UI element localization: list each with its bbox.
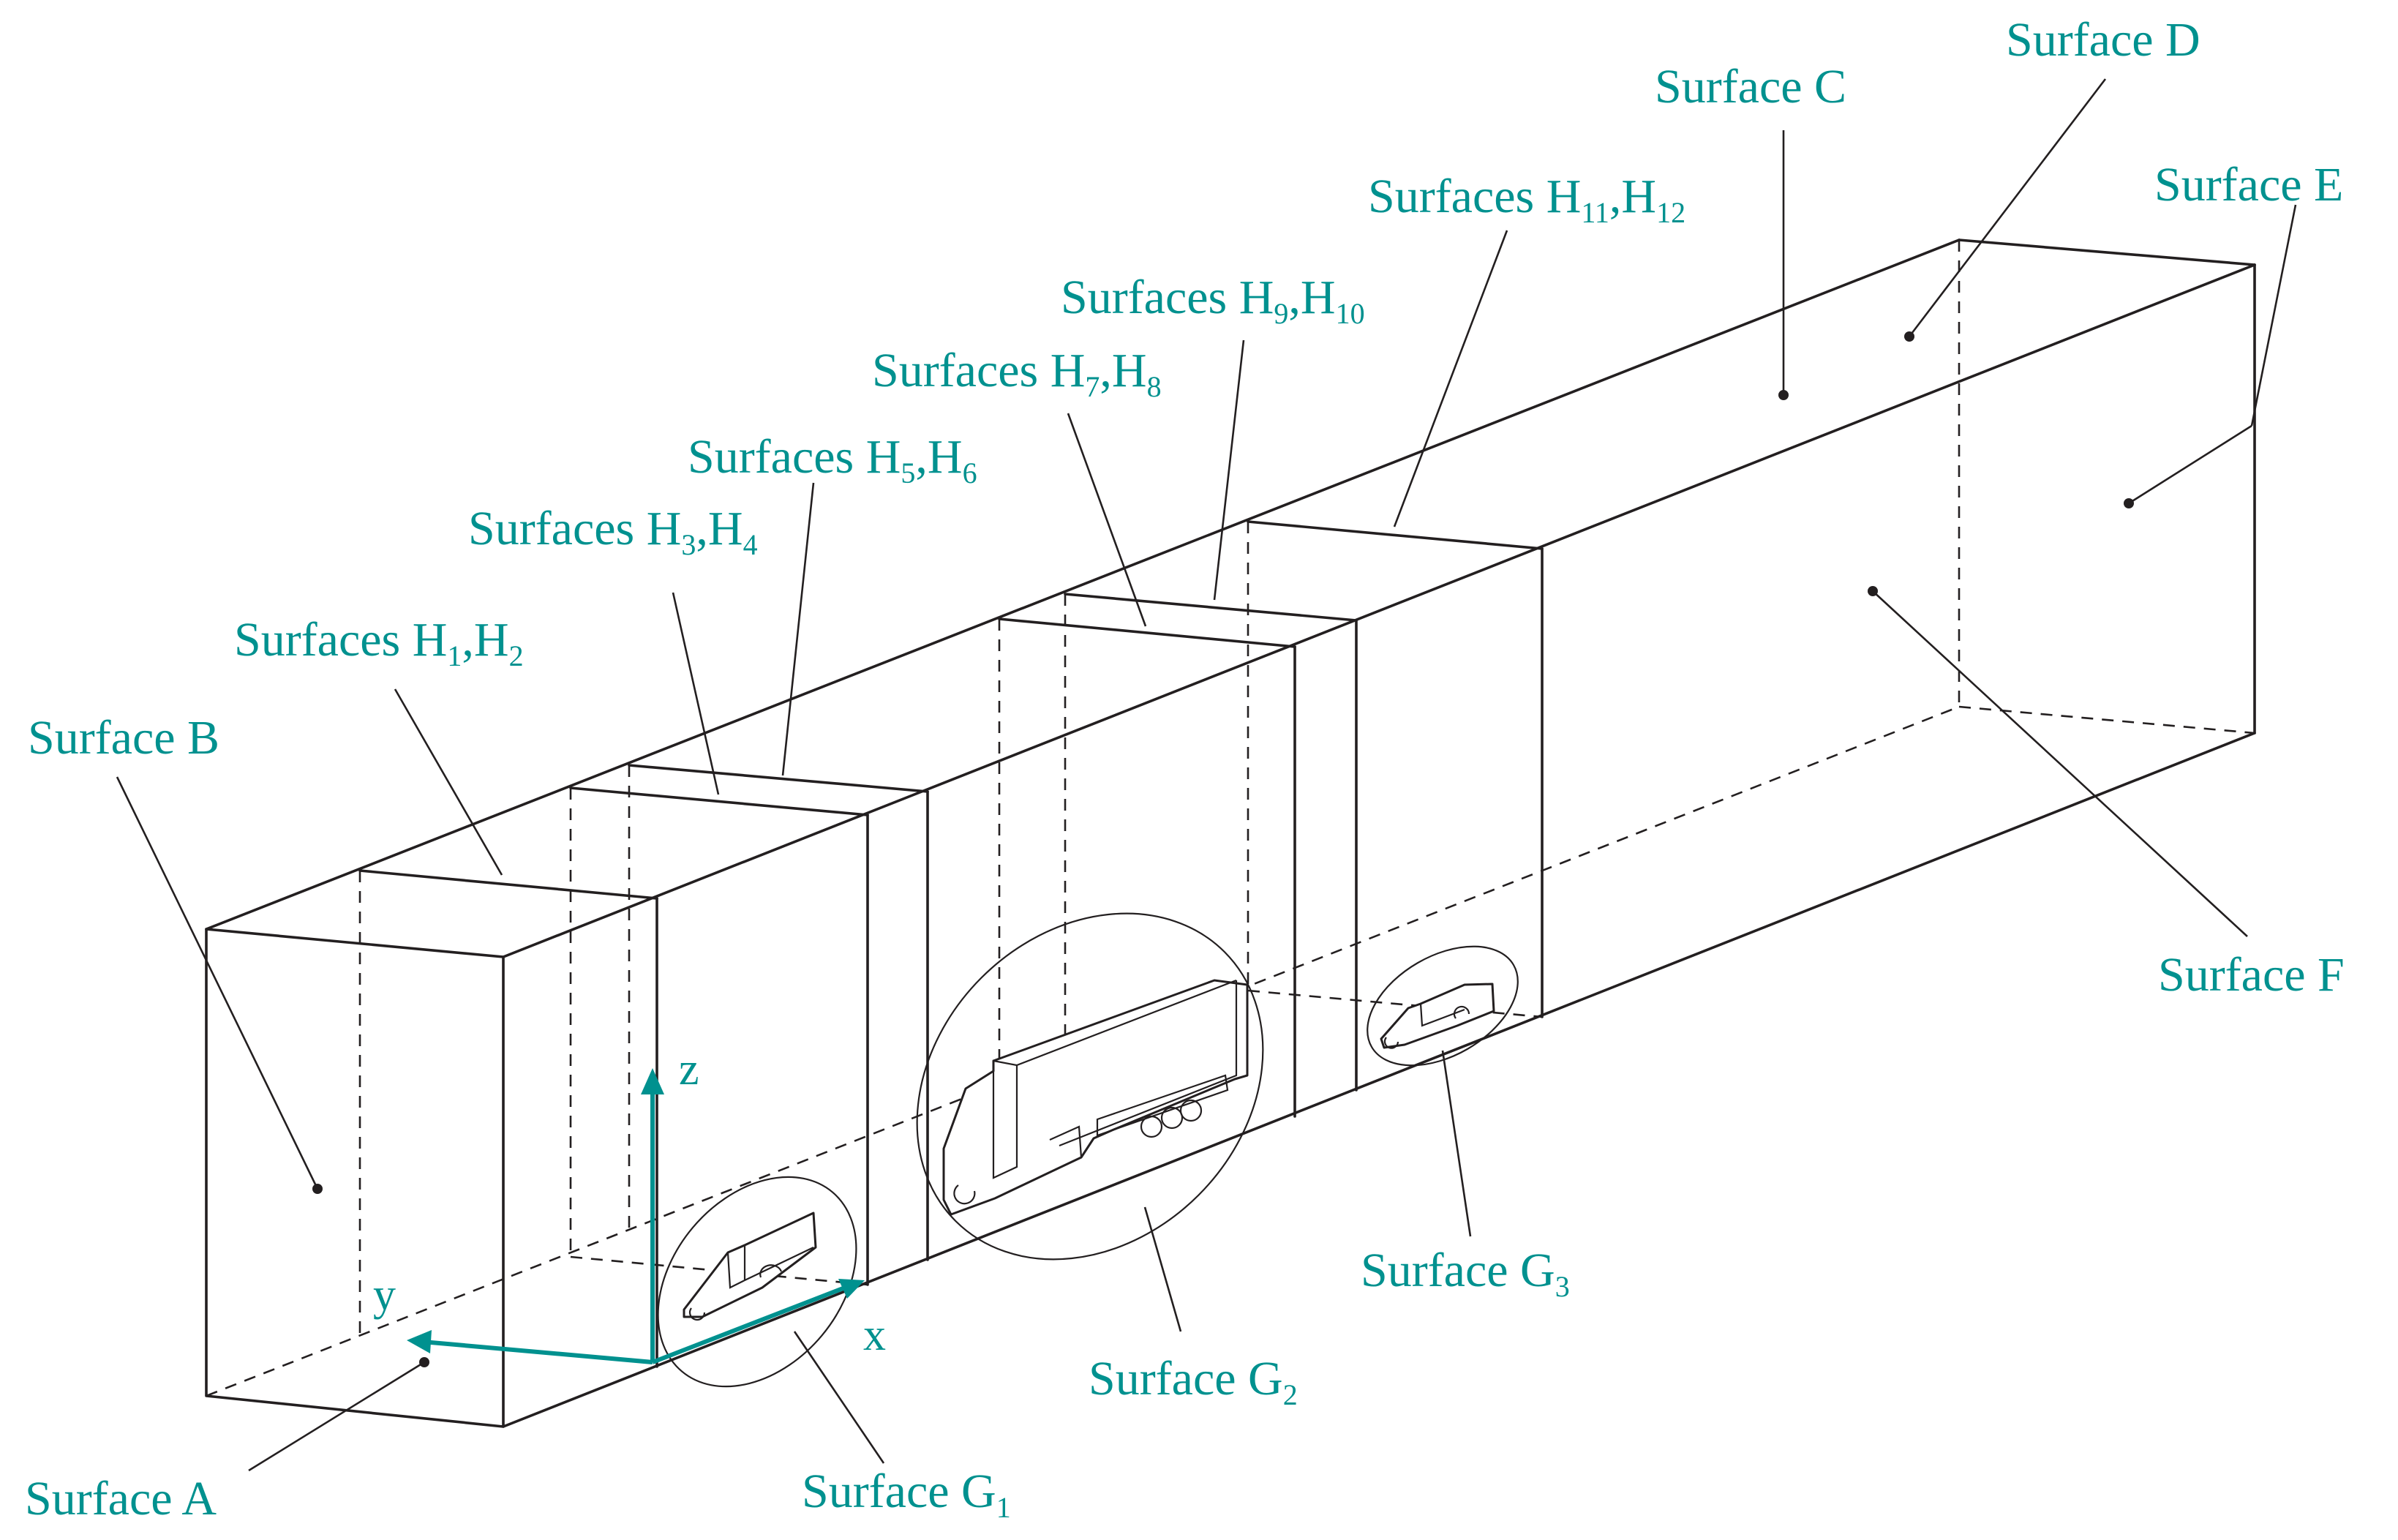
label-surfaces-h11-h12: Surfaces H11,H12 [1368, 170, 1685, 229]
label-surface-g2: Surface G2 [1089, 1352, 1298, 1411]
surface-dots [312, 331, 2134, 1367]
axis-x-label: x [863, 1310, 886, 1360]
label-surfaces-h9-h10: Surfaces H9,H10 [1061, 271, 1365, 330]
label-surface-a: Surface A [25, 1472, 217, 1525]
label-surface-g3: Surface G3 [1361, 1244, 1570, 1303]
hidden-edges [206, 240, 2255, 1397]
axis-z-label: z [679, 1045, 699, 1094]
leader-lines [116, 78, 2297, 1472]
axis-y-label: y [373, 1270, 396, 1320]
label-surfaces-h1-h2: Surfaces H1,H2 [234, 613, 524, 672]
label-surfaces-h7-h8: Surfaces H7,H8 [872, 344, 1162, 403]
label-surfaces-h3-h4: Surfaces H3,H4 [468, 502, 758, 561]
vehicle-g3 [1367, 945, 1519, 1067]
label-surface-f: Surface F [2158, 948, 2345, 1002]
vehicle-g1 [657, 1176, 857, 1388]
coordinate-axes [407, 1068, 865, 1364]
visible-edges [205, 238, 2256, 1428]
label-surfaces-h5-h6: Surfaces H5,H6 [688, 430, 977, 489]
label-surface-g1: Surface G1 [802, 1465, 1011, 1524]
label-surface-b: Surface B [28, 711, 219, 765]
label-surface-e: Surface E [2154, 158, 2343, 211]
label-surface-d: Surface D [2006, 13, 2200, 67]
vehicle-g2 [916, 912, 1264, 1261]
label-surface-c: Surface C [1655, 60, 1846, 113]
